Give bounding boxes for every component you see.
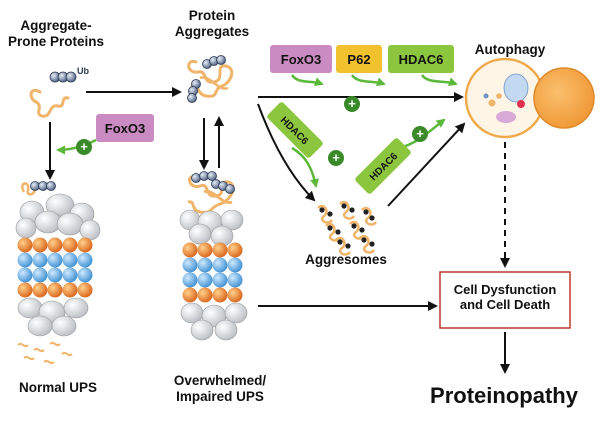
arrow-to-aggresomes [257,103,316,202]
svg-text:+: + [416,126,424,141]
plus-circle-foxo3: + [76,139,92,155]
svg-text:+: + [332,150,340,165]
svg-text:P62: P62 [347,52,370,67]
impaired-proteasome-icon [179,171,248,341]
label-proteinopathy: Proteinopathy [430,383,578,408]
black-arrows [45,87,510,374]
aggresome-icon [317,200,378,256]
plus-circle-aggresome: + [328,150,344,166]
foxo3-box-side: FoxO3 [96,114,154,142]
label-normal-ups: Normal UPS [18,380,98,395]
label-impaired-ups: Overwhelmed/ Impaired UPS [173,373,267,404]
foxo3-box-top: FoxO3 [270,45,332,73]
ubiquitin-chain-icon [187,55,226,103]
label-cell-dysfunction: Cell Dysfunction and Cell Death [453,282,557,312]
svg-text:+: + [80,139,88,154]
p62-box: P62 [336,45,382,73]
protein-aggregate-icon [187,55,234,103]
label-protein-aggregates: Protein Aggregates [174,8,250,39]
ub-label: Ub [77,66,89,76]
cell-dysfunction-box [439,271,571,329]
label-autophagy: Autophagy [474,42,546,57]
arrow-aggresomes-to-autophagy [387,122,466,207]
ubiquitin-chain-icon [49,71,77,83]
aggregate-prone-protein-icon [29,71,77,118]
plus-circle-autophagy: + [344,96,360,112]
svg-text:+: + [348,96,356,111]
svg-text:FoxO3: FoxO3 [281,52,321,67]
svg-text:HDAC6: HDAC6 [399,52,444,67]
plus-circle-hdac6-transport: + [412,126,428,142]
label-aggresomes: Aggresomes [305,252,387,267]
hdac6-box-diagonal-right: HDAC6 [355,138,411,194]
normal-proteasome-icon [15,181,101,365]
label-aggregate-prone: Aggregate-Prone Proteins [7,18,105,49]
svg-text:FoxO3: FoxO3 [105,121,145,136]
hdac6-box-top: HDAC6 [388,45,454,73]
autophagosome-icon [464,57,595,139]
